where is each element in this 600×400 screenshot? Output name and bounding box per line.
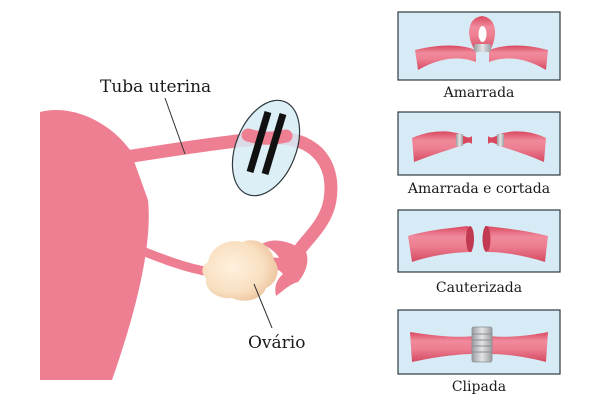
panel-cauterized: Cauterizada <box>398 210 560 296</box>
tube-label: Tuba uterina <box>100 77 211 97</box>
ovary <box>202 240 277 301</box>
panel-tied-cut: Amarrada e cortada <box>398 112 560 197</box>
panel-clipped: Clipada <box>398 310 560 395</box>
panel-tied-cut-label: Amarrada e cortada <box>407 181 550 197</box>
panel-clipped-label: Clipada <box>452 379 506 395</box>
uterus-anatomy: Tuba uterina Ovário <box>40 77 331 380</box>
fallopian-tube <box>120 138 331 255</box>
panel-tied-label: Amarrada <box>443 85 515 101</box>
ovarian-ligament <box>135 248 210 272</box>
panel-tied: Amarrada <box>398 12 560 101</box>
panel-cauterized-label: Cauterizada <box>436 280 522 296</box>
ovary-label: Ovário <box>248 333 305 353</box>
